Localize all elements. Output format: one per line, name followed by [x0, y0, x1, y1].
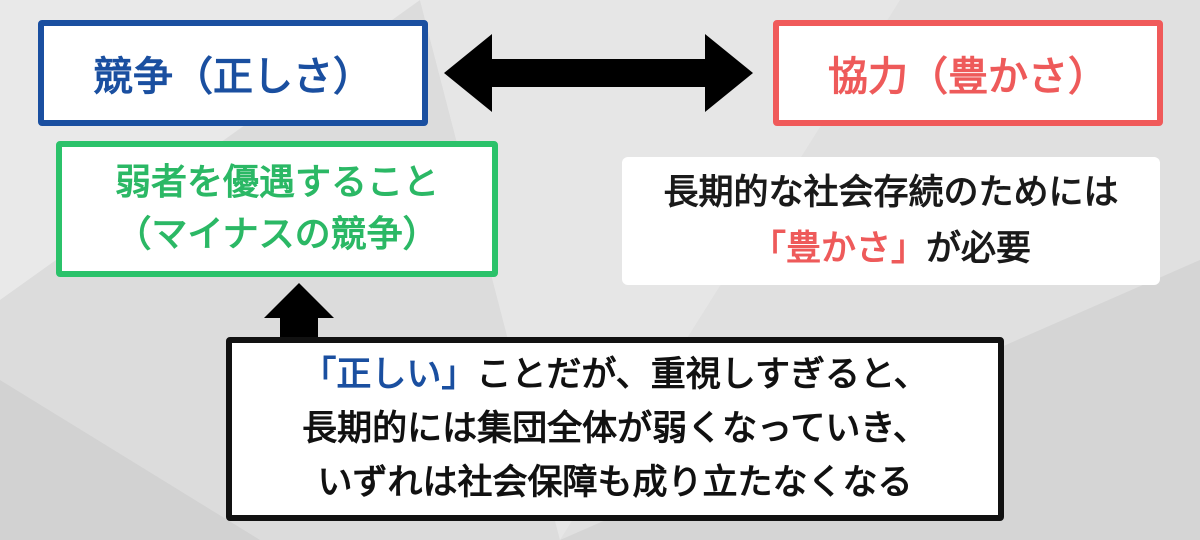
conclusion-line-1-rest: ことだが、重視しすぎると、	[476, 354, 929, 395]
cooperation-label: 協力（豊かさ）	[828, 54, 1108, 100]
cooperation-box: 協力（豊かさ）	[773, 20, 1163, 126]
weak-box-line-1: 弱者を優遇すること	[114, 161, 439, 203]
longterm-line-2-rest: が必要	[926, 229, 1032, 269]
longterm-highlight: 「豊かさ」	[750, 229, 926, 269]
weak-box-line-2: （マイナスの競争）	[115, 214, 439, 255]
conclusion-line-1: 「正しい」ことだが、重視しすぎると、	[301, 348, 928, 402]
longterm-line-2: 「豊かさ」が必要	[751, 221, 1031, 277]
conclusion-box: 「正しい」ことだが、重視しすぎると、 長期的には集団全体が弱くなっていき、 いず…	[226, 337, 1004, 521]
longterm-survival-box: 長期的な社会存続のためには 「豊かさ」が必要	[622, 157, 1160, 285]
conclusion-line-3: いずれは社会保障も成り立たなくなる	[317, 463, 913, 504]
competition-box: 競争（正しさ）	[38, 20, 428, 126]
conclusion-line-2: 長期的には集団全体が弱くなっていき、	[302, 408, 928, 449]
longterm-line-1: 長期的な社会存続のためには	[663, 173, 1119, 213]
conclusion-highlight: 「正しい」	[301, 354, 477, 395]
competition-label: 競争（正しさ）	[93, 54, 373, 100]
weak-favoring-box: 弱者を優遇すること （マイナスの競争）	[56, 141, 498, 277]
